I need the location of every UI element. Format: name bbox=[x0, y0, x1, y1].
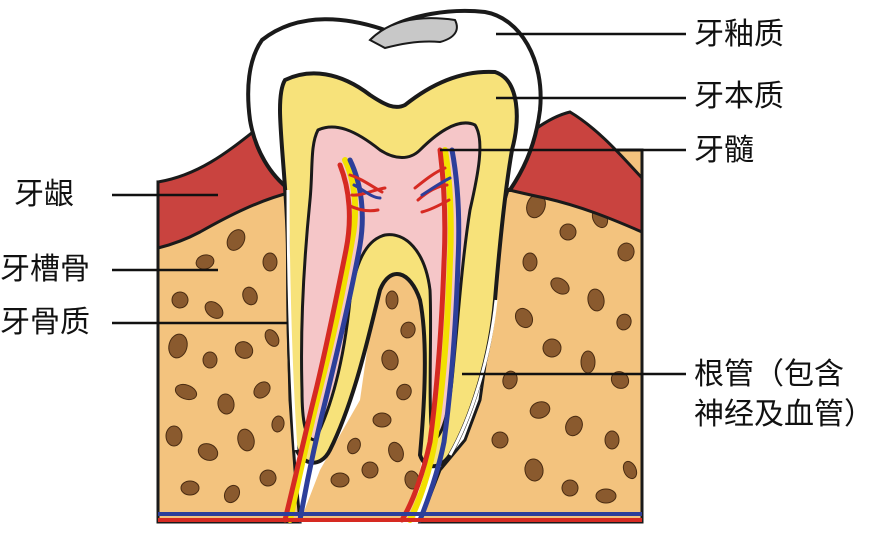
bone-spot bbox=[347, 437, 361, 455]
bone-spot bbox=[171, 291, 189, 309]
bone-spot bbox=[253, 381, 271, 399]
left-vein bbox=[297, 157, 365, 523]
bone-spot bbox=[388, 441, 404, 463]
bone-spot bbox=[237, 428, 255, 452]
bone-spot bbox=[502, 370, 518, 390]
bone-spot bbox=[522, 252, 538, 272]
bone-spot bbox=[180, 480, 200, 496]
bone-spot bbox=[271, 415, 285, 433]
right-nerve bbox=[407, 147, 454, 523]
leader-lines bbox=[112, 32, 686, 376]
label-dentin: 牙本质 bbox=[694, 79, 784, 114]
bone-spot bbox=[565, 415, 583, 437]
bone-spot bbox=[259, 469, 277, 487]
enamel-shadow bbox=[368, 17, 458, 50]
bone-spot bbox=[381, 349, 399, 371]
bone-spot bbox=[202, 351, 218, 369]
right-artery bbox=[399, 147, 448, 523]
bone-spot bbox=[550, 277, 570, 295]
bone-spot bbox=[400, 321, 416, 339]
label-root-canal-line1: 根管（包含 bbox=[694, 357, 844, 392]
gum-right bbox=[498, 110, 644, 235]
bone-spot bbox=[524, 458, 544, 482]
cementum bbox=[286, 189, 498, 456]
bone-spot bbox=[559, 223, 577, 241]
bone-spot bbox=[168, 333, 188, 359]
bone-spot bbox=[580, 350, 596, 374]
bone-spot bbox=[174, 383, 198, 401]
bone-spot bbox=[223, 484, 241, 504]
label-pulp: 牙髓 bbox=[694, 133, 754, 168]
label-root-canal-line2: 神经及血管） bbox=[694, 397, 874, 432]
bone-spot bbox=[372, 412, 392, 428]
left-nerve bbox=[287, 157, 359, 523]
label-enamel: 牙釉质 bbox=[694, 17, 784, 52]
base-vessels bbox=[158, 512, 642, 522]
bone-spot bbox=[197, 443, 219, 461]
label-cementum: 牙骨质 bbox=[0, 305, 90, 340]
bone-spot bbox=[617, 242, 635, 262]
bone-spot bbox=[604, 430, 620, 450]
bone-spot bbox=[587, 288, 605, 312]
root-canal-vessels bbox=[282, 147, 462, 523]
pulp bbox=[300, 121, 482, 442]
right-vein bbox=[417, 147, 462, 523]
label-alveolar-bone: 牙槽骨 bbox=[0, 252, 90, 287]
bone-spot bbox=[361, 461, 379, 479]
bone-spot bbox=[616, 313, 632, 331]
bone-spot bbox=[595, 488, 617, 504]
bone-spot bbox=[217, 393, 235, 415]
bone-spot bbox=[622, 460, 638, 480]
bone-spot bbox=[234, 341, 254, 359]
bone-spot bbox=[529, 401, 551, 419]
bone-spots bbox=[165, 193, 638, 504]
bone-spot bbox=[264, 329, 280, 347]
left-artery bbox=[282, 162, 352, 523]
bone-spot bbox=[165, 425, 183, 447]
bone-spot bbox=[491, 431, 509, 449]
bone-spot bbox=[561, 479, 579, 497]
bone-spot bbox=[262, 252, 278, 272]
bone-spot bbox=[396, 383, 412, 401]
bone-spot bbox=[542, 338, 562, 358]
bone-spot bbox=[330, 472, 350, 488]
bone-spot bbox=[204, 301, 224, 319]
bone-spot bbox=[514, 307, 534, 329]
label-gum: 牙龈 bbox=[14, 177, 74, 212]
bone-spot bbox=[242, 286, 258, 306]
bone-spot bbox=[226, 229, 246, 251]
bone-spot bbox=[385, 290, 399, 310]
